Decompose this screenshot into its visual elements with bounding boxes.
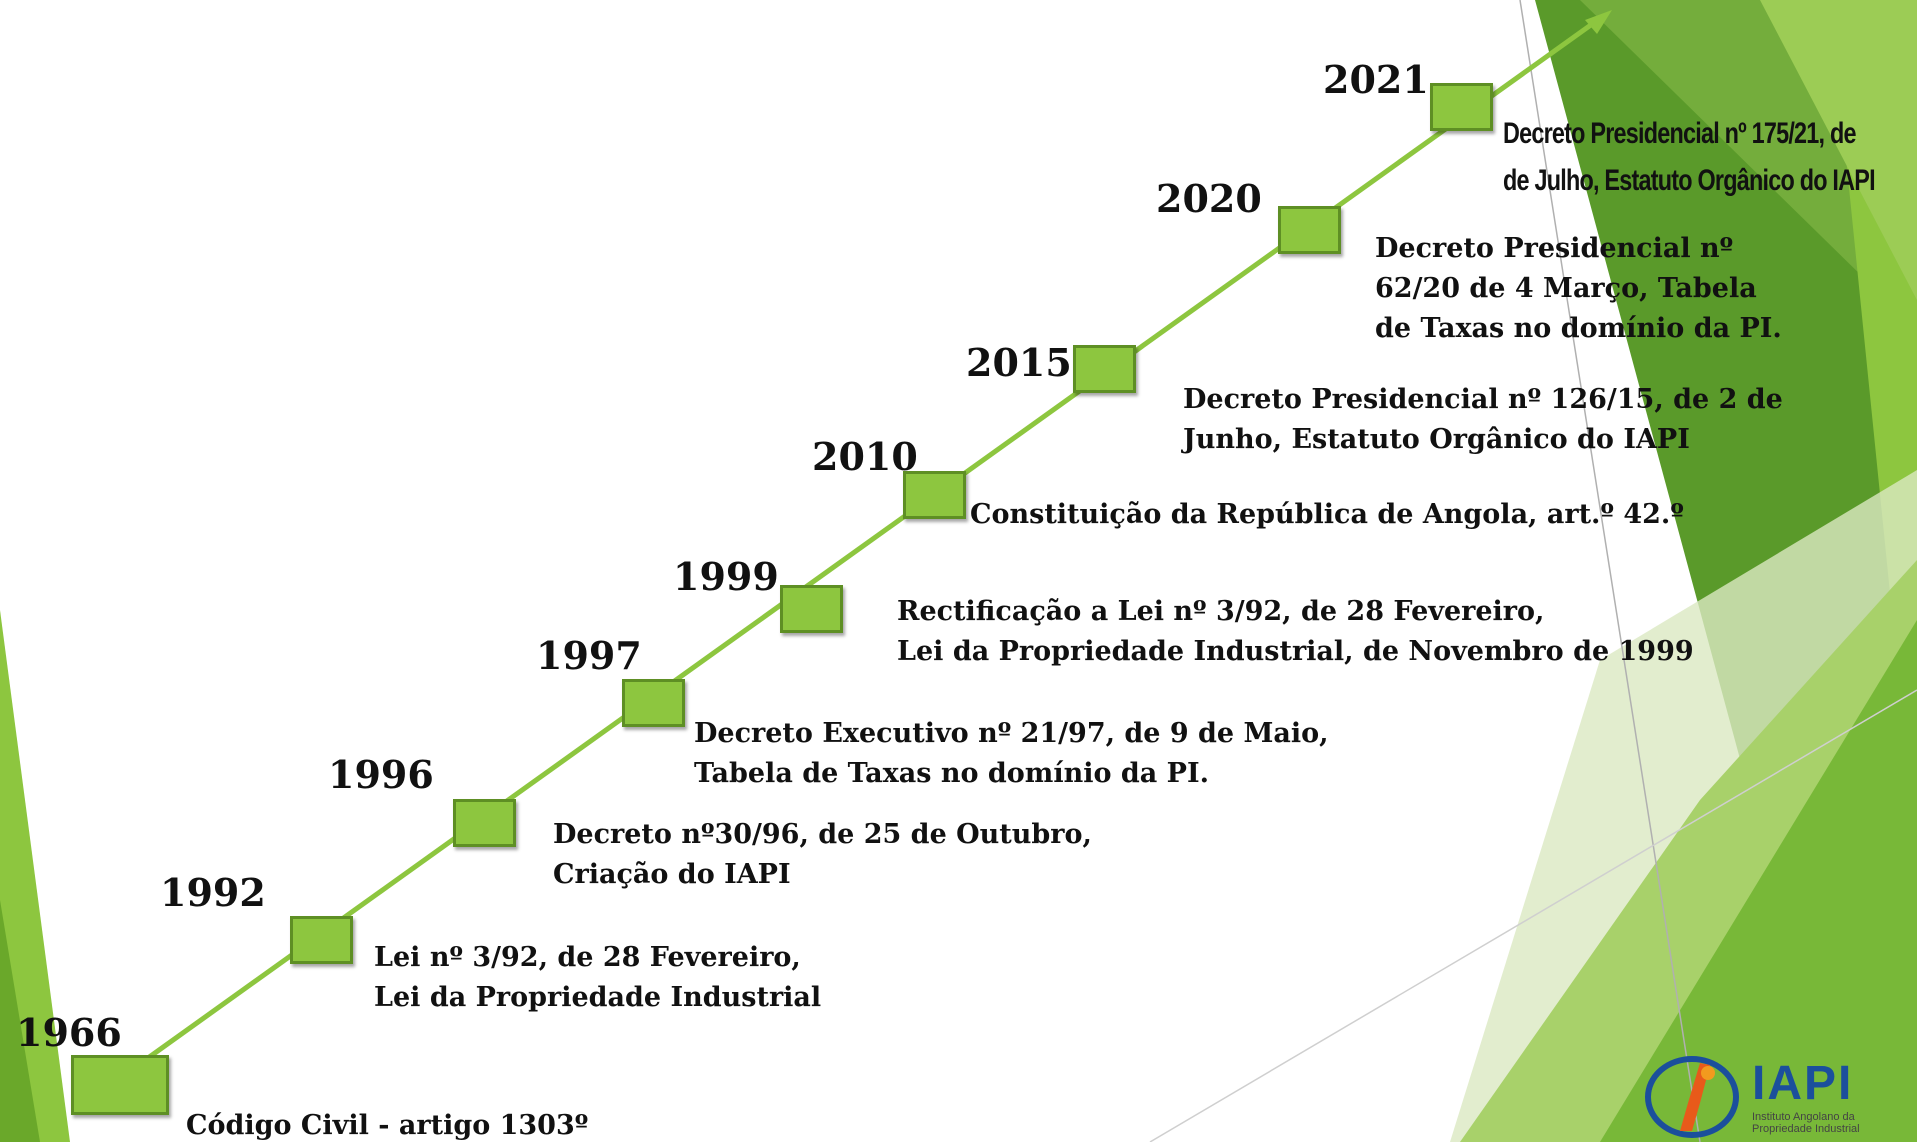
year-label-2010: 2010	[812, 434, 918, 479]
timeline-marker-1996	[453, 799, 516, 847]
logo-name: IAPI	[1752, 1057, 1854, 1110]
event-description-2010: Constituição da República de Angola, art…	[970, 495, 1684, 535]
event-line: Decreto Executivo nº 21/97, de 9 de Maio…	[694, 718, 1329, 749]
timeline-marker-1999	[780, 585, 843, 633]
event-line: Decreto Presidencial nº 126/15, de 2 de	[1183, 384, 1783, 415]
event-line: Decreto Presidencial nº 175/21, de	[1503, 117, 1856, 150]
event-description-2020: Decreto Presidencial nº 62/20 de 4 Março…	[1375, 229, 1782, 349]
event-line: Decreto nº30/96, de 25 de Outubro,	[553, 819, 1092, 850]
event-description-1996: Decreto nº30/96, de 25 de Outubro, Criaç…	[553, 815, 1092, 895]
event-line: de Taxas no domínio da PI.	[1375, 313, 1782, 344]
event-line: de Julho, Estatuto Orgânico do IAPI	[1503, 164, 1876, 197]
logo-subtitle-line: Instituto Angolano da	[1752, 1111, 1855, 1123]
event-line: Junho, Estatuto Orgânico do IAPI	[1183, 424, 1690, 455]
year-label-2020: 2020	[1156, 176, 1262, 221]
timeline-marker-1992	[290, 916, 353, 964]
event-line: Lei da Propriedade Industrial	[374, 982, 822, 1013]
logo-subtitle-line: Propriedade Industrial	[1752, 1123, 1860, 1135]
event-line: 62/20 de 4 Março, Tabela	[1375, 273, 1757, 304]
event-description-1966: Código Civil - artigo 1303º	[186, 1106, 588, 1146]
logo-subtitle: Instituto Angolano da Propriedade Indust…	[1752, 1111, 1860, 1135]
timeline-marker-2015	[1073, 345, 1136, 393]
timeline-marker-1966	[71, 1055, 169, 1115]
event-line: Criação do IAPI	[553, 859, 791, 890]
year-label-2015: 2015	[966, 340, 1072, 385]
event-description-2021: Decreto Presidencial nº 175/21, de de Ju…	[1503, 110, 1876, 204]
year-label-2021: 2021	[1323, 57, 1429, 102]
year-label-1996: 1996	[328, 752, 434, 797]
event-line: Tabela de Taxas no domínio da PI.	[694, 758, 1210, 789]
event-line: Decreto Presidencial nº	[1375, 233, 1734, 264]
event-description-2015: Decreto Presidencial nº 126/15, de 2 de …	[1183, 380, 1783, 460]
event-description-1992: Lei nº 3/92, de 28 Fevereiro, Lei da Pro…	[374, 938, 821, 1018]
timeline-marker-1997	[622, 679, 685, 727]
event-description-1999: Rectificação a Lei nº 3/92, de 28 Fevere…	[897, 592, 1694, 672]
event-line: Código Civil - artigo 1303º	[186, 1110, 589, 1141]
event-line: Rectificação a Lei nº 3/92, de 28 Fevere…	[897, 596, 1545, 627]
year-label-1992: 1992	[160, 870, 266, 915]
event-line: Constituição da República de Angola, art…	[970, 499, 1684, 530]
timeline-marker-2021	[1430, 83, 1493, 131]
year-label-1966: 1966	[16, 1010, 122, 1055]
timeline-marker-2010	[903, 471, 966, 519]
event-line: Lei da Propriedade Industrial, de Novemb…	[897, 636, 1694, 667]
event-line: Lei nº 3/92, de 28 Fevereiro,	[374, 942, 801, 973]
event-description-1997: Decreto Executivo nº 21/97, de 9 de Maio…	[694, 714, 1329, 794]
iapi-logo-icon	[1645, 1056, 1739, 1138]
year-label-1997: 1997	[536, 633, 642, 678]
timeline-marker-2020	[1278, 206, 1341, 254]
year-label-1999: 1999	[673, 554, 779, 599]
